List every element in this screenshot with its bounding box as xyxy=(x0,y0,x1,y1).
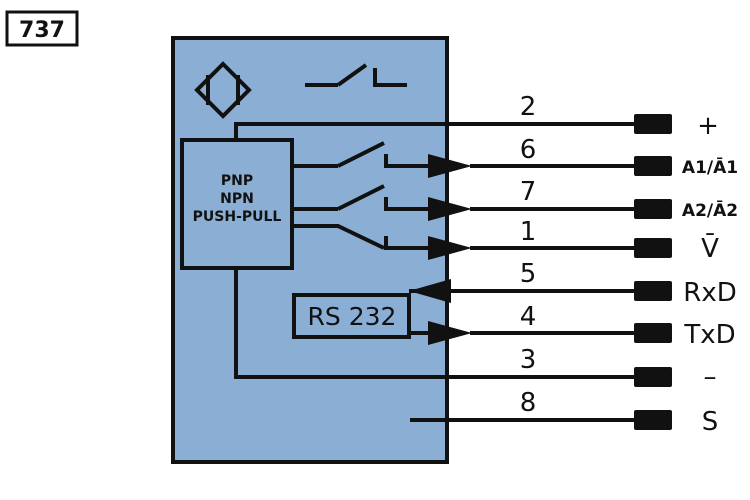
diagram-code: 737 xyxy=(19,18,65,43)
signal-label-s: S xyxy=(702,407,719,437)
pin-6-arrow-icon xyxy=(428,154,472,178)
pin-5-wire xyxy=(409,279,636,303)
pin-7-wire xyxy=(292,184,636,221)
pin-3-wire xyxy=(234,268,636,379)
pin-number-2: 2 xyxy=(520,92,537,122)
pin-number-1: 1 xyxy=(520,217,537,247)
pin-7-arrow-icon xyxy=(428,197,472,221)
switch-symbol-icon xyxy=(305,63,407,87)
signal-labels: + A1/Ā1 A2/Ā2 V̄ RxD TxD – S xyxy=(682,111,738,437)
terminal-blocks xyxy=(634,114,672,430)
rs232-box: RS 232 xyxy=(292,293,411,339)
pin-6-wire xyxy=(292,141,636,178)
output-stage-box: PNP NPN PUSH-PULL xyxy=(180,138,294,270)
pin-1-arrow-icon xyxy=(428,236,472,260)
terminal-8 xyxy=(634,410,672,430)
pin-4-arrow-icon xyxy=(428,321,472,345)
inductive-sensor-symbol-icon xyxy=(194,61,252,119)
signal-label-a1: A1/Ā1 xyxy=(682,156,738,178)
output-stage-line-1: PNP xyxy=(221,173,253,189)
terminal-1 xyxy=(634,238,672,258)
terminal-4 xyxy=(634,323,672,343)
signal-label-plus: + xyxy=(697,111,719,141)
output-stage-line-3: PUSH-PULL xyxy=(193,209,282,225)
pin-2-wire xyxy=(234,122,636,140)
signal-label-v-bar: V̄ xyxy=(701,232,719,264)
terminal-2 xyxy=(634,114,672,134)
diagram-code-box: 737 xyxy=(5,10,79,47)
signal-label-txd: TxD xyxy=(683,320,735,350)
pin-number-7: 7 xyxy=(520,177,537,207)
pin-number-8: 8 xyxy=(520,388,537,418)
pin-1-wire xyxy=(292,224,636,260)
pin-number-4: 4 xyxy=(520,302,537,332)
terminal-3 xyxy=(634,367,672,387)
pin-5-arrow-icon xyxy=(409,279,451,303)
pin-number-3: 3 xyxy=(520,345,537,375)
rs232-label: RS 232 xyxy=(308,302,397,331)
terminal-5 xyxy=(634,281,672,301)
pin-4-wire xyxy=(409,321,636,345)
signal-label-minus: – xyxy=(704,362,717,392)
terminal-7 xyxy=(634,199,672,219)
output-stage-line-2: NPN xyxy=(220,191,254,207)
terminal-6 xyxy=(634,156,672,176)
pin-numbers: 2 6 7 1 5 4 3 8 xyxy=(520,92,537,418)
signal-label-rxd: RxD xyxy=(683,278,736,308)
signal-label-a2: A2/Ā2 xyxy=(682,199,738,221)
pin-number-6: 6 xyxy=(520,135,537,165)
pin-number-5: 5 xyxy=(520,259,537,289)
